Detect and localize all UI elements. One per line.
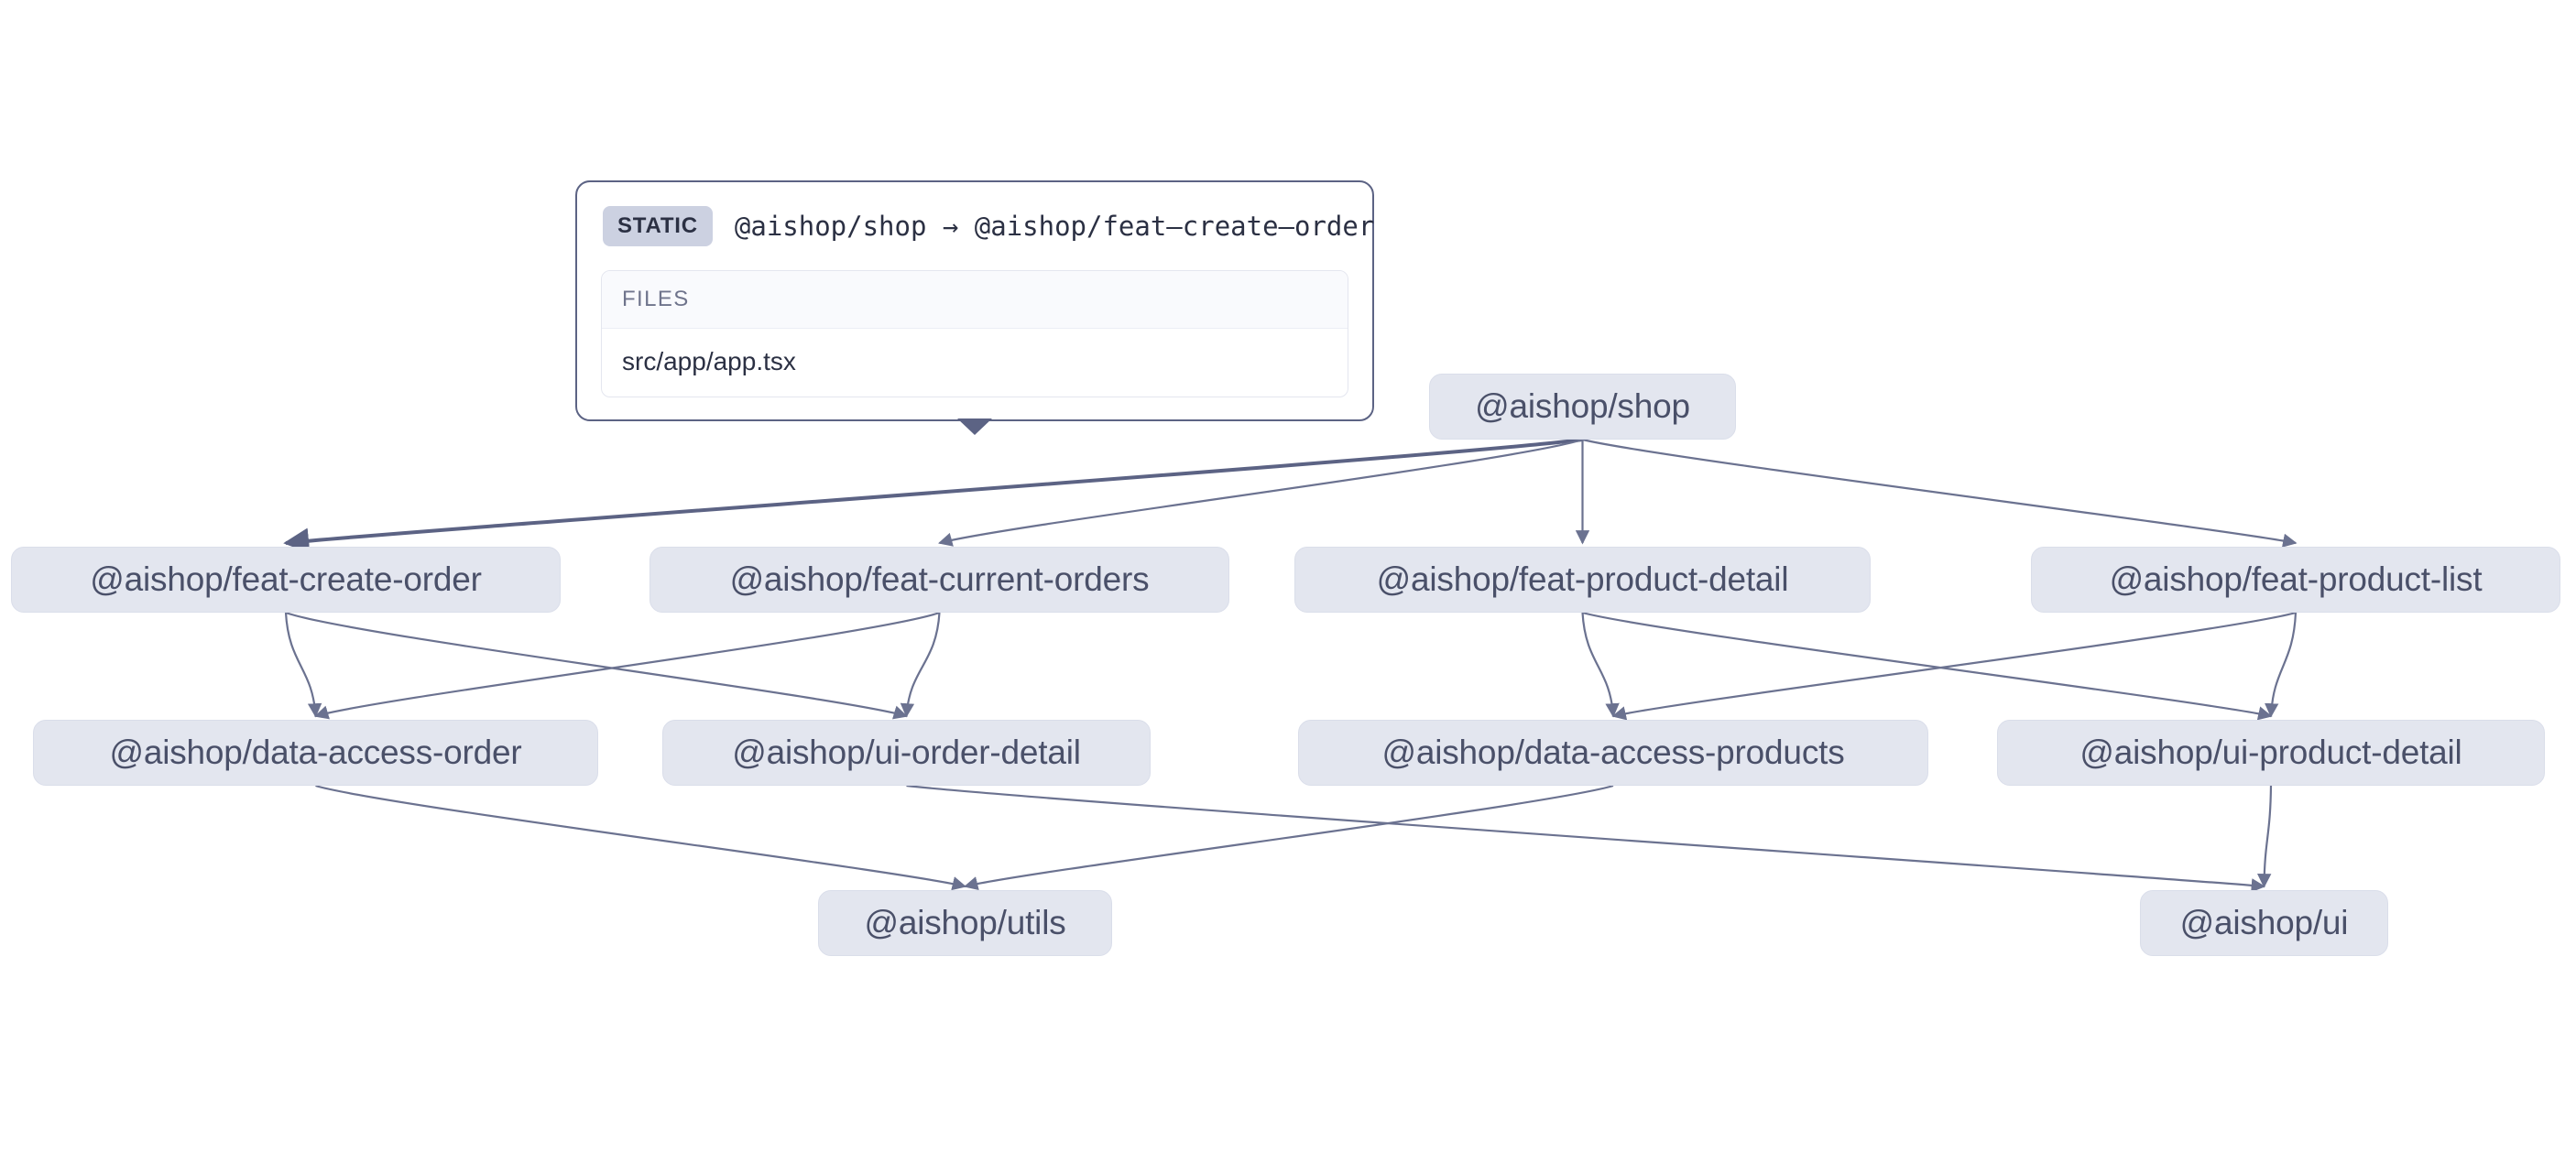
- graph-edge-feat-current-orders-to-data-access-order[interactable]: [314, 611, 940, 720]
- graph-node-data-access-products[interactable]: @aishop/data-access-products: [1298, 720, 1928, 786]
- graph-edge-ui-order-detail-to-ui[interactable]: [906, 784, 2266, 893]
- graph-node-feat-product-list[interactable]: @aishop/feat-product-list: [2031, 547, 2560, 613]
- graph-node-label: @aishop/ui-product-detail: [2079, 734, 2462, 771]
- files-column-header: FILES: [602, 271, 1348, 329]
- graph-edge-feat-product-detail-to-data-access-products[interactable]: [1581, 612, 1620, 718]
- graph-node-feat-current-orders[interactable]: @aishop/feat-current-orders: [649, 547, 1229, 613]
- graph-node-label: @aishop/feat-current-orders: [729, 560, 1150, 598]
- graph-node-data-access-order[interactable]: @aishop/data-access-order: [33, 720, 598, 786]
- graph-edge-shop-to-feat-current-orders[interactable]: [938, 438, 1583, 547]
- graph-edge-feat-current-orders-to-ui-order-detail[interactable]: [900, 612, 941, 718]
- graph-edge-data-access-products-to-utils[interactable]: [964, 784, 1614, 891]
- graph-node-label: @aishop/data-access-order: [109, 734, 522, 771]
- file-list-item[interactable]: src/app/app.tsx: [622, 347, 796, 375]
- graph-node-label: @aishop/utils: [864, 904, 1066, 941]
- graph-node-label: @aishop/feat-product-detail: [1376, 560, 1789, 598]
- graph-node-ui-product-detail[interactable]: @aishop/ui-product-detail: [1997, 720, 2545, 786]
- graph-node-label: @aishop/data-access-products: [1381, 734, 1845, 771]
- graph-node-label: @aishop/feat-create-order: [90, 560, 482, 598]
- graph-edge-data-access-order-to-utils[interactable]: [315, 784, 966, 891]
- graph-edge-shop-to-feat-product-list[interactable]: [1582, 438, 2298, 548]
- graph-edge-feat-create-order-to-data-access-order[interactable]: [284, 612, 322, 718]
- files-panel: FILES src/app/app.tsx: [601, 270, 1348, 397]
- static-badge: STATIC: [603, 206, 713, 246]
- graph-node-shop[interactable]: @aishop/shop: [1429, 374, 1736, 440]
- graph-edge-feat-product-list-to-ui-product-detail[interactable]: [2265, 612, 2298, 718]
- graph-edge-feat-create-order-to-ui-order-detail[interactable]: [285, 611, 908, 720]
- graph-node-feat-product-detail[interactable]: @aishop/feat-product-detail: [1294, 547, 1871, 613]
- graph-node-label: @aishop/shop: [1475, 387, 1690, 425]
- graph-edge-ui-product-detail-to-ui[interactable]: [2256, 785, 2273, 888]
- graph-node-label: @aishop/feat-product-list: [2109, 560, 2483, 598]
- graph-node-label: @aishop/ui-order-detail: [732, 734, 1081, 771]
- graph-edge-feat-product-detail-to-ui-product-detail[interactable]: [1582, 611, 2273, 721]
- edge-detail-tooltip[interactable]: STATIC @aishop/shop → @aishop/feat–creat…: [575, 180, 1374, 435]
- graph-edge-feat-product-list-to-data-access-products[interactable]: [1611, 611, 2297, 721]
- graph-node-ui-order-detail[interactable]: @aishop/ui-order-detail: [662, 720, 1151, 786]
- edge-label-text: @aishop/shop → @aishop/feat–create–order: [734, 211, 1375, 242]
- graph-node-label: @aishop/ui: [2179, 904, 2349, 941]
- graph-node-utils[interactable]: @aishop/utils: [818, 890, 1112, 956]
- graph-node-feat-create-order[interactable]: @aishop/feat-create-order: [11, 547, 561, 613]
- graph-node-ui[interactable]: @aishop/ui: [2140, 890, 2388, 956]
- tooltip-header: STATIC @aishop/shop → @aishop/feat–creat…: [601, 202, 1374, 252]
- graph-edge-shop-to-feat-create-order[interactable]: [283, 438, 1583, 554]
